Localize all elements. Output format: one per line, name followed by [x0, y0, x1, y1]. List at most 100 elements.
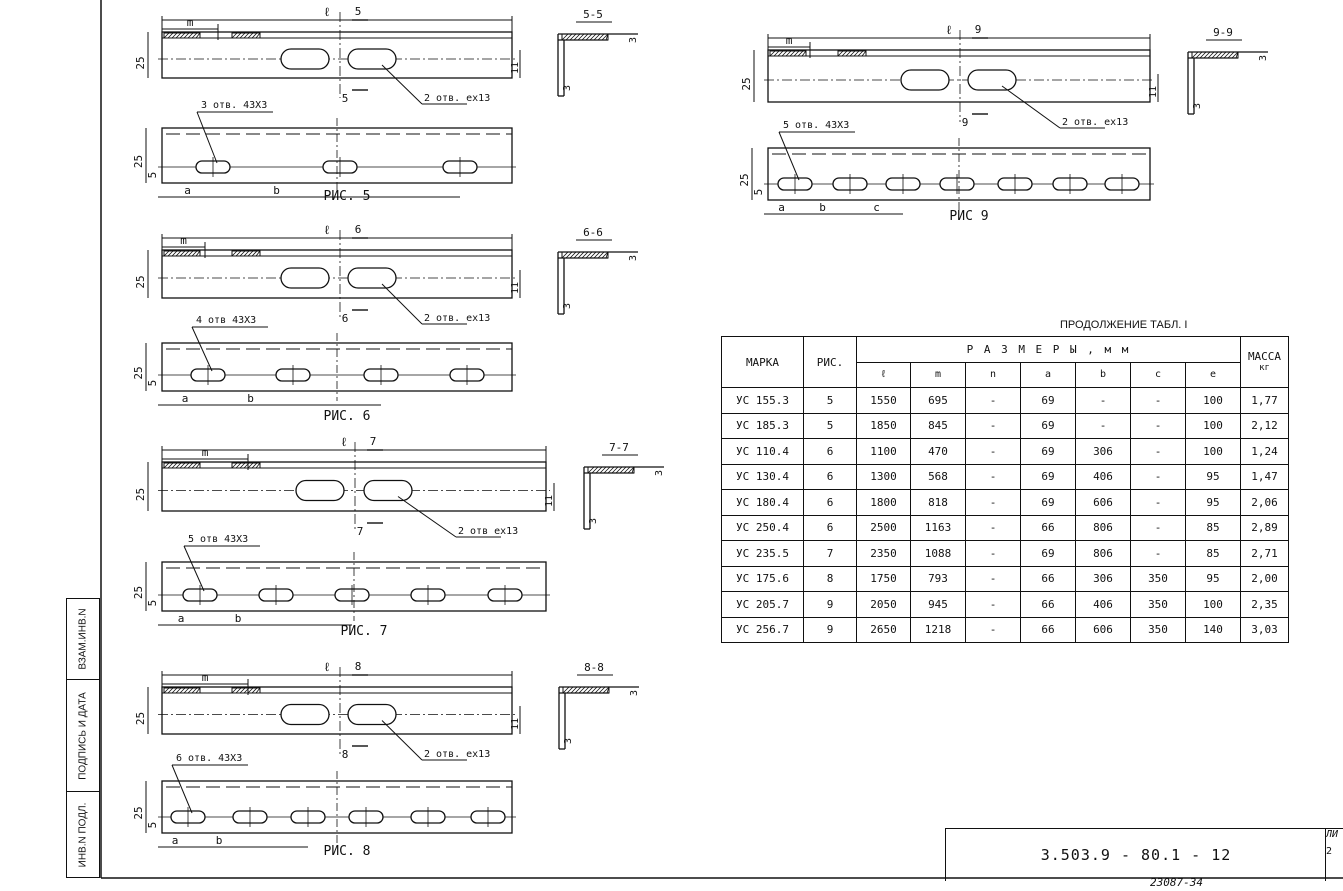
table-cell: 9	[803, 616, 857, 643]
hatch-line	[175, 462, 182, 469]
table-cell: -	[1130, 438, 1186, 465]
hatch-line	[191, 462, 198, 469]
dim-label-5: 5	[146, 822, 159, 829]
hatch-line	[179, 32, 186, 39]
hatch-line	[239, 250, 246, 257]
hatch-line	[561, 33, 569, 41]
leader-line	[171, 764, 193, 814]
hatch-box	[163, 250, 201, 257]
stamp-podpis-label: ПОДПИСЬ И ДАТА	[77, 691, 89, 780]
hatch-line	[175, 250, 182, 257]
dim-label-l: ℓ	[323, 223, 330, 237]
table-cell: 1,77	[1240, 387, 1289, 414]
table-cell: -	[965, 591, 1021, 618]
hatch-line	[1231, 51, 1239, 59]
figure-caption: РИС 9	[949, 209, 988, 224]
table-cell: 2050	[856, 591, 911, 618]
hatch-line	[167, 462, 174, 469]
hatch-line	[167, 250, 174, 257]
hatch-line	[251, 687, 258, 694]
hatch-line	[627, 466, 635, 474]
dim-label-25: 25	[132, 806, 145, 819]
table-cell: 6	[803, 438, 857, 465]
hatch-line	[607, 466, 615, 474]
table-cell: -	[1130, 412, 1186, 439]
hatch-line	[593, 33, 601, 41]
hatch-line	[841, 50, 848, 57]
hatch-line	[239, 32, 246, 39]
hatch-line	[171, 687, 178, 694]
hatch-line	[589, 251, 597, 259]
hatch-line	[789, 50, 796, 57]
table-cell: 1300	[856, 463, 911, 490]
dim-label-25: 25	[134, 488, 147, 501]
dim-label-11: 11	[510, 718, 521, 730]
table-cell: -	[1130, 489, 1186, 516]
profile-elevation	[161, 686, 513, 735]
hatch-box	[163, 32, 201, 39]
holes-note: 2 отв. ex13	[424, 313, 490, 324]
table-cell: 100	[1185, 438, 1241, 465]
table-cell: 806	[1075, 514, 1131, 541]
header-mass-unit: кг	[1259, 362, 1270, 373]
hatch-line	[1227, 51, 1235, 59]
hatch-line	[595, 466, 603, 474]
table-cell: 1,24	[1240, 438, 1289, 465]
dim-label-5: 5	[146, 172, 159, 179]
hatch-box	[231, 462, 261, 469]
table-cell: 1800	[856, 489, 911, 516]
table-cell: 845	[910, 412, 966, 439]
table-cell: 2350	[856, 540, 911, 567]
header-mark: МАРКА	[721, 336, 804, 388]
hatch-line	[597, 251, 605, 259]
hatch-line	[619, 466, 627, 474]
hatch-line	[566, 686, 574, 694]
hatch-box	[837, 50, 867, 57]
profile-elevation	[161, 249, 513, 299]
hatch-line	[175, 687, 182, 694]
subheader-5: c	[1130, 361, 1186, 388]
hatch-line	[231, 250, 238, 257]
hatch-line	[191, 32, 198, 39]
hatch-line	[601, 33, 609, 41]
hatch-line	[1203, 51, 1211, 59]
hatch-line	[599, 466, 607, 474]
hatch-line	[586, 686, 594, 694]
stamp-vzam-label: ВЗАМ.ИНВ.N	[77, 608, 89, 670]
table-cell: -	[1130, 463, 1186, 490]
subheader-0: ℓ	[856, 361, 911, 388]
table-cell: УС 130.4	[721, 463, 804, 490]
section-label: 8-8	[584, 661, 604, 674]
header-mass-label: МАССА	[1247, 349, 1282, 363]
hatch-line	[1191, 51, 1199, 59]
hatch-line	[163, 32, 170, 39]
table-cell: 806	[1075, 540, 1131, 567]
table-cell: 2500	[856, 514, 911, 541]
table-cell: -	[965, 489, 1021, 516]
dim-label-m: m	[786, 34, 793, 47]
dim-label-b: b	[235, 612, 242, 625]
table-cell: 2,71	[1240, 540, 1289, 567]
holes-note: 5 отв 43X3	[188, 534, 248, 545]
table-cell: 69	[1020, 489, 1076, 516]
table-cell: 2650	[856, 616, 911, 643]
table-cell: 1088	[910, 540, 966, 567]
hatch-line	[179, 687, 186, 694]
hatch-line	[615, 466, 623, 474]
hatch-line	[231, 462, 238, 469]
hatch-line	[255, 687, 261, 694]
dim-label-l: ℓ	[340, 435, 347, 449]
table-cell: 69	[1020, 412, 1076, 439]
table-cell: 5	[803, 387, 857, 414]
figure-caption: РИС. 5	[324, 189, 371, 204]
table-cell: 69	[1020, 387, 1076, 414]
dim-label-m: m	[202, 446, 209, 459]
hatch-line	[585, 33, 593, 41]
table-cell: 100	[1185, 591, 1241, 618]
hatch-line	[565, 251, 573, 259]
hatch-line	[853, 50, 860, 57]
profile-elevation	[767, 49, 1151, 103]
